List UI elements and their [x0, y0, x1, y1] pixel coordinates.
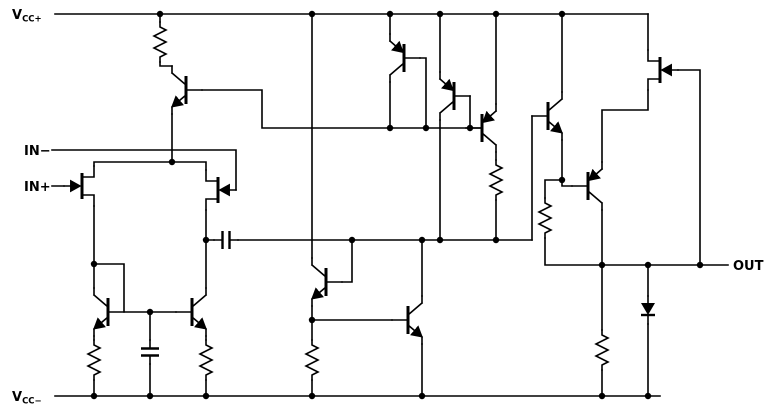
vcc-minus-label: VCC−: [12, 390, 42, 407]
resistor-driver-emitter: [305, 339, 319, 381]
transistor-mirror-left: [94, 288, 124, 336]
capacitor-compensation: [212, 229, 240, 251]
resistor-bias: [153, 21, 167, 63]
wiring-middle-gain-stage: [311, 13, 497, 397]
vcc-plus-label: VCC+: [12, 8, 42, 25]
transistor-output-lower: [572, 162, 602, 210]
transistor-top-mirror-left: [390, 34, 420, 82]
transistor-current-source: [172, 66, 202, 114]
input-jfet-inverting: [206, 170, 236, 210]
wiring-left-input-stage: [51, 13, 533, 397]
resistor-output-series: [538, 197, 552, 239]
output-jfet: [648, 50, 678, 90]
junction-dots: [90, 10, 704, 400]
capacitor-mirror: [139, 338, 161, 366]
transistor-top-mirror-right: [440, 72, 470, 120]
transistor-output-upper: [532, 92, 562, 140]
resistor-mirror-right: [199, 339, 213, 381]
input-jfet-noninverting: [64, 166, 94, 206]
in-plus-label: IN+: [24, 180, 51, 195]
in-minus-label: IN−: [24, 144, 51, 159]
resistor-cascode: [489, 159, 503, 201]
resistor-mirror-left: [87, 339, 101, 381]
transistor-mirror-right: [176, 288, 206, 336]
out-label: OUT: [733, 259, 764, 274]
transistor-gain: [392, 296, 422, 344]
power-rails: [54, 13, 661, 397]
wiring-right-output-stage: [531, 13, 729, 397]
transistor-driver: [312, 258, 342, 306]
diode-output-clamp: [639, 294, 657, 326]
resistor-output-pulldown: [595, 329, 609, 371]
